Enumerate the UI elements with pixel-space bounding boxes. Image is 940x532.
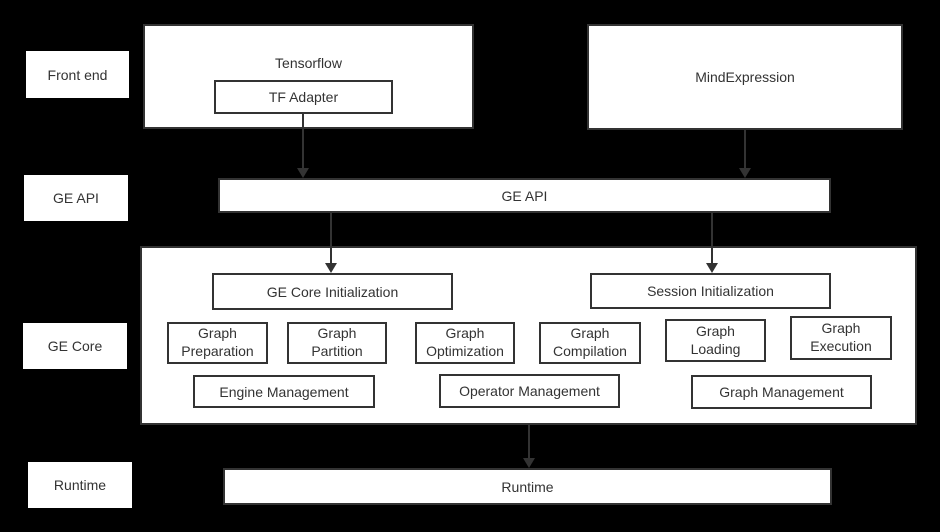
ge-core-initialization-box: GE Core Initialization [212, 273, 453, 310]
tf-adapter-box: TF Adapter [214, 80, 393, 114]
arrow-mind-expression-to-ge-api [739, 130, 751, 178]
row-label-front-end: Front end [26, 51, 129, 98]
session-initialization-box: Session Initialization [590, 273, 831, 309]
runtime-bar: Runtime [223, 468, 832, 505]
graph-loading-box: Graph Loading [665, 319, 766, 362]
arrow-ge-api-to-ge-core-initialization [325, 213, 337, 273]
engine-management-box: Engine Management [193, 375, 375, 408]
arrow-ge-core-to-runtime [523, 425, 535, 468]
graph-partition-box: Graph Partition [287, 322, 387, 364]
ge-api-bar: GE API [218, 178, 831, 213]
row-label-runtime: Runtime [28, 462, 132, 508]
row-label-ge-api: GE API [24, 175, 128, 221]
mind-expression-box: MindExpression [587, 24, 903, 130]
operator-management-box: Operator Management [439, 374, 620, 408]
graph-execution-box: Graph Execution [790, 316, 892, 360]
arrow-tf-adapter-to-ge-api [297, 114, 309, 178]
graph-preparation-box: Graph Preparation [167, 322, 268, 364]
graph-compilation-box: Graph Compilation [539, 322, 641, 364]
row-label-ge-core: GE Core [23, 323, 127, 369]
tensorflow-label: Tensorflow [275, 55, 342, 71]
arrow-ge-api-to-session-initialization [706, 213, 718, 273]
graph-management-box: Graph Management [691, 375, 872, 409]
graph-optimization-box: Graph Optimization [415, 322, 515, 364]
